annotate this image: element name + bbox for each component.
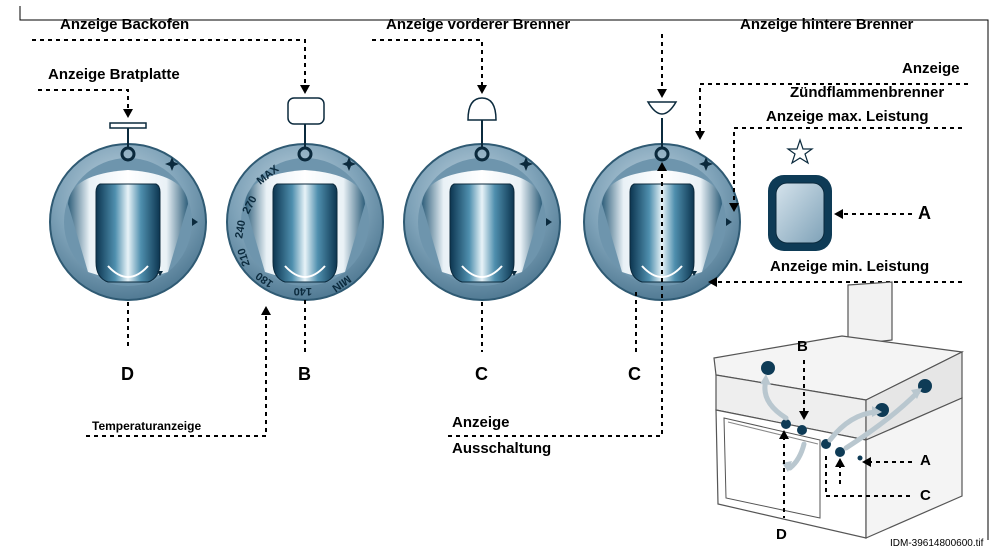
label-rear-burner-indicator: Anzeige hintere Brenner [740, 16, 914, 33]
oven-symbol-icon [287, 97, 325, 125]
front-burner-symbol-icon [467, 97, 497, 121]
scale-140: 140 [294, 285, 312, 297]
appliance-letter-b: B [797, 338, 808, 355]
rear-burner-symbol-icon [646, 101, 678, 115]
frame-border [19, 6, 989, 540]
range-appliance-illustration [713, 281, 965, 539]
label-temperature-indicator: Temperaturanzeige [92, 419, 202, 433]
label-pilot-indicator-line1: Anzeige [902, 60, 960, 77]
oven-knob [225, 142, 385, 302]
knob-letter-b: B [298, 364, 311, 384]
knob-icon [797, 425, 807, 435]
image-reference: IDM-39614800600.tif [890, 538, 984, 549]
knob-icon [835, 447, 845, 457]
min-flame-icon [691, 271, 697, 276]
arrowheads [123, 85, 843, 315]
piezo-ignition-button [768, 138, 832, 251]
label-max-power-indicator: Anzeige max. Leistung [766, 108, 929, 125]
griddle-knob [48, 142, 208, 302]
min-mark-icon [157, 271, 163, 276]
leader-lines [32, 34, 968, 437]
appliance-letter-c: C [920, 487, 931, 504]
rear-burner-knob [582, 142, 742, 302]
knob-icon [781, 419, 791, 429]
label-off-indicator-line2: Ausschaltung [452, 440, 552, 457]
min-flame-icon [511, 271, 517, 276]
piezo-icon [857, 455, 863, 461]
max-mark-icon [192, 218, 198, 226]
griddle-symbol-icon [109, 122, 147, 129]
max-flame-icon [546, 218, 552, 226]
label-min-power-indicator: Anzeige min. Leistung [770, 258, 930, 275]
label-pilot-indicator-line2: Zündflammenbrenner [790, 84, 945, 101]
scale-240: 240 [233, 219, 248, 239]
scale-210: 210 [236, 247, 253, 268]
knob-letter-c-rear: C [628, 364, 641, 384]
label-front-burner-indicator: Anzeige vorderer Brenner [386, 16, 571, 33]
label-griddle-indicator: Anzeige Bratplatte [48, 66, 180, 83]
knob-letter-c-front: C [475, 364, 488, 384]
appliance-letter-d: D [776, 526, 787, 543]
max-flame-icon [726, 218, 732, 226]
label-oven-indicator: Anzeige Backofen [60, 16, 190, 33]
burner-icon [918, 379, 932, 393]
appliance-letter-a: A [920, 452, 931, 469]
label-off-indicator-line1: Anzeige [452, 414, 510, 431]
piezo-letter-a: A [918, 203, 931, 223]
burner-icon [761, 361, 775, 375]
knob-letter-d: D [121, 364, 134, 384]
front-burner-knob [402, 142, 562, 302]
spark-icon [786, 138, 814, 165]
